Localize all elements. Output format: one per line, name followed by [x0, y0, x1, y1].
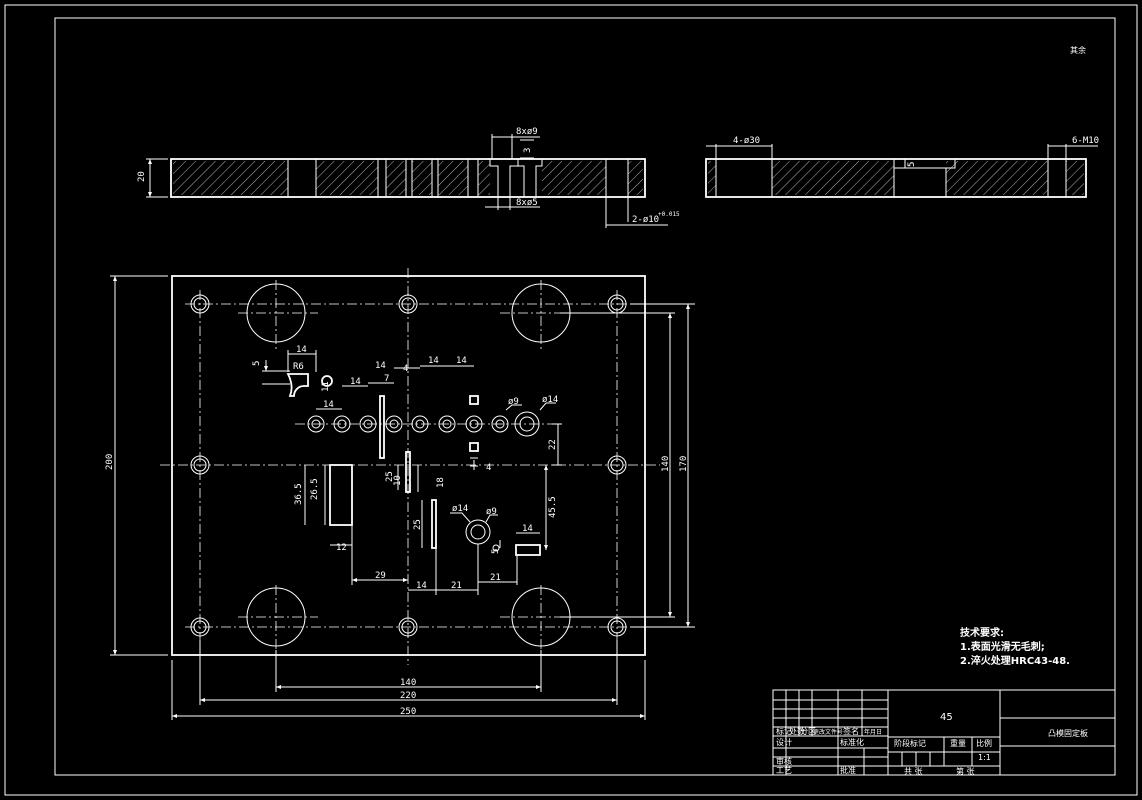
dim-14-h: 14	[416, 581, 427, 591]
dim-26-5: 26.5	[310, 478, 320, 500]
dim-4-a: 4	[403, 364, 408, 374]
dim-14-d: 14	[375, 361, 386, 371]
dim-170: 170	[679, 456, 689, 472]
dim-21-b: 21	[490, 573, 501, 583]
dim-10: 10	[393, 475, 403, 486]
tb-r4: 更改文件号	[813, 728, 843, 736]
dim-counterbore-bottom: 8xø5	[516, 198, 538, 208]
dim-holes-m10: 6-M10	[1072, 136, 1099, 146]
title-block: 标记 处数 分区 更改文件号 签名 年月日 设计 标准化 审核 工艺 批准 阶段…	[772, 689, 1116, 776]
tb-sheets: 共 张	[904, 767, 923, 776]
tech-notes-line-2: 2.淬火处理HRC43-48.	[960, 654, 1070, 667]
dim-tolerance: +0.015	[658, 211, 680, 218]
dim-holes-phi10: 2-ø10	[632, 215, 659, 225]
tech-notes: 技术要求: 1.表面光滑无毛刺; 2.淬火处理HRC43-48.	[960, 626, 1070, 667]
dim-200: 200	[105, 454, 115, 470]
dim-14-a: 14	[296, 345, 307, 355]
dim-45-5: 45.5	[548, 496, 558, 518]
dim-holes-phi30: 4-ø30	[733, 136, 760, 146]
tb-scale-value: 1:1	[978, 753, 991, 762]
dim-thickness: 20	[137, 171, 147, 182]
dim-140-horizontal: 140	[400, 678, 416, 688]
dim-5-b: 5	[491, 549, 501, 554]
dim-step: 5	[907, 162, 917, 167]
dim-14-f: 14	[456, 356, 467, 366]
dim-25-b: 25	[413, 519, 423, 530]
dim-21-a: 21	[451, 581, 462, 591]
tb-approve: 批准	[840, 765, 856, 775]
dim-14-c: 14	[323, 400, 334, 410]
dim-11: 11	[321, 381, 331, 392]
dim-14-e: 14	[428, 356, 439, 366]
tb-process: 工艺	[776, 766, 792, 775]
tb-r5: 签名	[843, 726, 859, 736]
dim-5-top: 5	[252, 361, 262, 366]
tech-notes-line-1: 1.表面光滑无毛刺;	[960, 640, 1045, 653]
inner-frame	[54, 17, 1116, 776]
dim-29: 29	[375, 571, 386, 581]
dim-14-g: 14	[522, 524, 533, 534]
tb-r2: 处数	[789, 726, 805, 736]
dim-phi14-b: ø14	[452, 504, 468, 514]
tb-weight: 重量	[950, 738, 966, 748]
dim-r6: R6	[293, 362, 304, 372]
dim-phi14-a: ø14	[542, 395, 558, 405]
tb-scale: 比例	[976, 738, 992, 748]
dim-18: 18	[436, 477, 446, 488]
corner-note: 其余	[1070, 45, 1086, 55]
section-view-b: 4-ø30 6-M10 5	[705, 136, 1099, 198]
dim-14-b: 14	[350, 377, 361, 387]
tb-stage: 阶段标记	[894, 738, 926, 748]
dim-depth: 3	[523, 148, 533, 153]
dim-250: 250	[400, 707, 416, 717]
dim-12: 12	[336, 543, 347, 553]
dim-25-a: 25	[385, 471, 395, 482]
tb-r6: 年月日	[864, 728, 882, 736]
tb-r1: 标记	[776, 726, 792, 736]
tb-std: 标准化	[840, 737, 864, 747]
dim-36-5: 36.5	[294, 483, 304, 505]
dim-counterbore-top: 8xø9	[516, 127, 538, 137]
tb-designer: 设计	[776, 737, 792, 747]
tb-review: 审核	[776, 756, 792, 766]
dim-22: 22	[548, 439, 558, 450]
dim-140-vertical: 140	[661, 456, 671, 472]
outer-frame	[4, 4, 1138, 796]
dim-phi9-a: ø9	[508, 397, 519, 407]
tb-sheet: 第 张	[956, 766, 975, 776]
tb-material: 45	[940, 712, 953, 723]
plan-view: 200 170 140 140 220 250	[105, 268, 695, 720]
dim-4-b: 4	[486, 463, 491, 473]
tech-notes-title: 技术要求:	[960, 626, 1004, 639]
section-view-a: 20 8xø9 3 8xø5 2-ø10 +0.015	[137, 127, 680, 228]
dim-phi9-b: ø9	[486, 507, 497, 517]
tb-part-name: 凸模固定板	[1048, 728, 1088, 738]
tb-r3: 分区	[800, 727, 816, 736]
dim-7: 7	[384, 374, 389, 384]
dim-220: 220	[400, 691, 416, 701]
